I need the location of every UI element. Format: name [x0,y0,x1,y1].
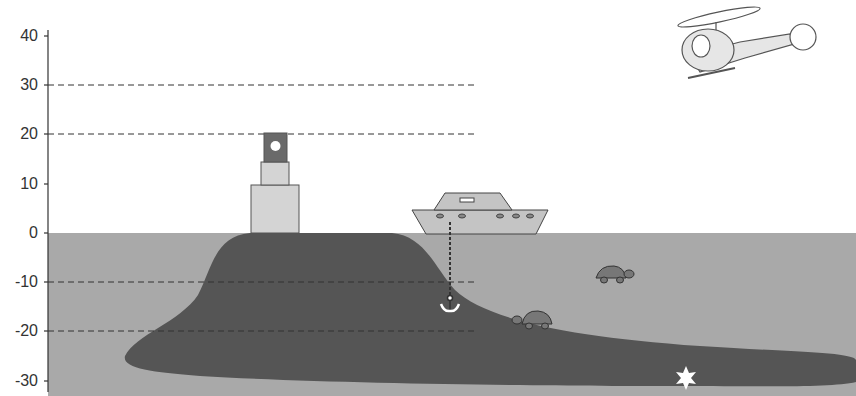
dashed-line [48,282,475,283]
turtle-shell [522,311,552,324]
turtle-head [624,270,634,278]
porthole [437,214,444,218]
lighthouse [251,133,299,233]
treasure-star [676,366,696,390]
tail-rotor [790,24,816,50]
anchor-arms [441,304,459,311]
boat [412,193,548,234]
porthole [527,214,534,218]
tick [44,133,48,134]
anchor-chain [449,222,451,300]
axis-label: 40 [0,27,38,45]
vertical-axis [44,30,48,392]
tick [44,330,48,331]
helicopter-skid [688,68,735,78]
boat-hull [412,210,548,234]
axis-label: 30 [0,76,38,94]
axis-label: 10 [0,175,38,193]
helicopter-rotor [677,3,761,30]
axis-label: -10 [0,273,38,291]
porthole [513,214,520,218]
tick [44,84,48,85]
anchor [441,296,459,312]
axis-label: 0 [0,224,38,242]
axis-label: -30 [0,372,38,390]
lighthouse-base [251,185,299,233]
cabin-window [460,198,474,202]
turtle-leg [526,323,533,329]
anchor-shank [449,300,451,311]
porthole [459,214,466,218]
axis-label: -20 [0,322,38,340]
tick [44,35,48,36]
porthole [497,214,504,218]
tick [44,281,48,282]
dashed-line [48,85,475,86]
turtle [596,266,634,283]
dashed-line [48,331,475,332]
lighthouse-light [271,141,281,151]
tick [44,183,48,184]
turtle-head [512,316,522,324]
axis-label: 20 [0,125,38,143]
sea-water [48,233,856,396]
axis-line [47,30,48,392]
island-seabed [125,233,856,386]
level-guides [48,85,475,331]
helicopter [677,3,816,78]
turtle-shell [596,266,626,278]
boat-cabin [434,193,512,210]
turtle [512,311,552,329]
lighthouse-lamp-room [264,133,287,162]
tick [44,232,48,233]
dashed-line [48,134,475,135]
anchor-ring [448,296,453,301]
turtle-leg [601,277,608,283]
turtle-leg [617,277,624,283]
tick [44,380,48,381]
helicopter-window [692,35,710,57]
helicopter-body [682,29,734,71]
lighthouse-tower [261,162,289,185]
turtle-leg [542,323,549,329]
